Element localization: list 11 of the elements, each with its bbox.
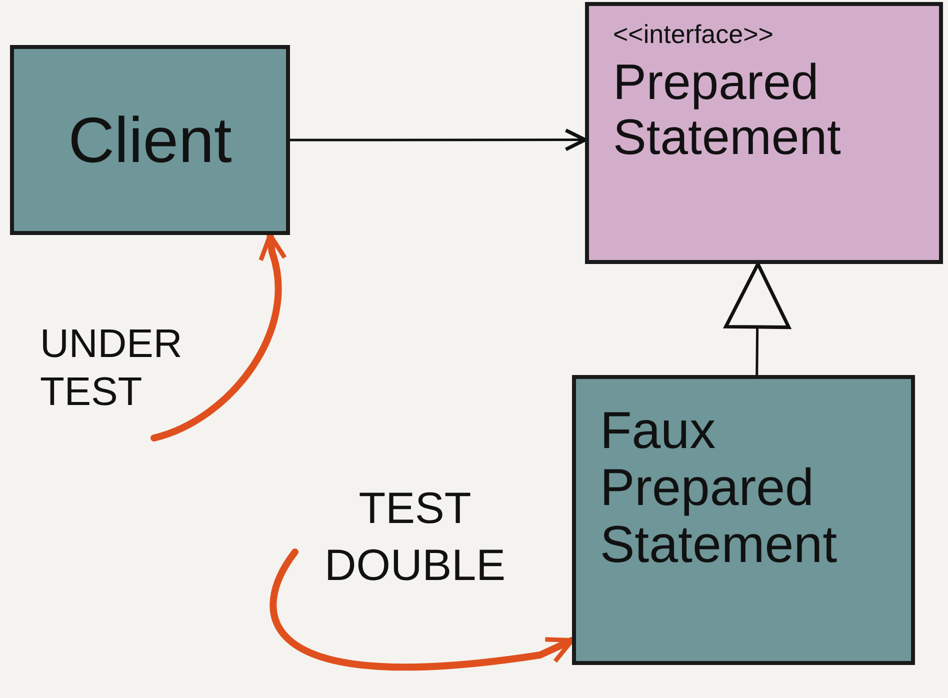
interface-box [585,2,943,264]
arrow [288,128,587,152]
inheritance-arrow [724,262,791,376]
stereotype-label: <<interface>> [613,18,774,50]
class-box [572,375,915,665]
class-box [10,45,290,235]
node-label: Client [68,108,232,172]
node-label: Prepared Statement [613,54,842,164]
node-label: TEST DOUBLE [324,482,506,592]
node-label: UNDER TEST [40,321,184,416]
node-label: Faux Prepared Statement [600,403,838,575]
